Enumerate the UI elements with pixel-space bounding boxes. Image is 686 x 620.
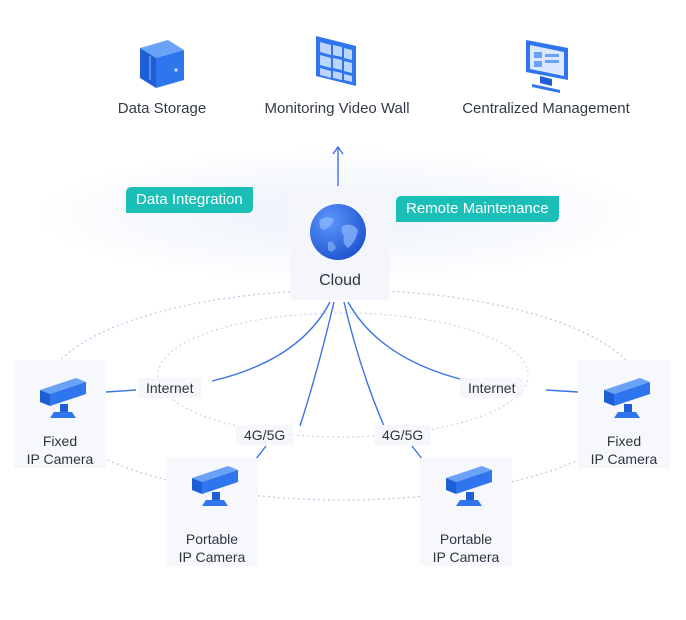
video-wall-label: Monitoring Video Wall	[264, 100, 410, 117]
cloud-node: Cloud	[290, 190, 390, 300]
fixed-camera-right-line2: IP Camera	[590, 451, 658, 467]
outer-orbit	[42, 289, 644, 501]
fixed-camera-right-label: Fixed IP Camera	[564, 432, 684, 468]
fixed-camera-left	[14, 360, 106, 468]
ip-camera-icon	[192, 466, 238, 506]
cloud-label: Cloud	[319, 272, 361, 289]
fixed-camera-right	[578, 360, 670, 468]
link-internet-right	[347, 301, 469, 382]
fixed-camera-right-line1: Fixed	[606, 433, 642, 449]
portable-camera-left-label: Portable IP Camera	[152, 530, 272, 566]
internet-left-label: Internet	[138, 378, 202, 398]
up-arrow-head	[332, 145, 344, 155]
link-fixed-right	[545, 389, 579, 393]
link-cellular-left	[299, 301, 335, 427]
data-storage-label: Data Storage	[117, 100, 207, 117]
ip-camera-icon	[604, 378, 650, 418]
link-internet-left	[211, 301, 331, 382]
link-fixed-left	[105, 389, 137, 393]
portable-camera-right-line1: Portable	[439, 531, 493, 547]
portable-camera-left	[166, 458, 258, 566]
cellular-right-label: 4G/5G	[374, 425, 432, 445]
internet-right-label: Internet	[460, 378, 524, 398]
cellular-left-label: 4G/5G	[236, 425, 294, 445]
inner-orbit	[157, 312, 529, 438]
portable-camera-left-line1: Portable	[185, 531, 239, 547]
data-integration-tag: Data Integration	[126, 187, 253, 213]
centralized-management-label: Centralized Management	[462, 100, 630, 117]
ip-camera-icon	[40, 378, 86, 418]
link-cellular-right	[343, 301, 385, 427]
fixed-camera-left-line2: IP Camera	[26, 451, 94, 467]
ip-camera-icon	[446, 466, 492, 506]
portable-camera-left-line2: IP Camera	[178, 549, 246, 565]
remote-maintenance-tag: Remote Maintenance	[396, 196, 559, 222]
fixed-camera-left-line1: Fixed	[42, 433, 78, 449]
fixed-camera-left-label: Fixed IP Camera	[0, 432, 120, 468]
portable-camera-right-label: Portable IP Camera	[406, 530, 526, 566]
portable-camera-right-line2: IP Camera	[432, 549, 500, 565]
globe-icon	[310, 204, 366, 260]
portable-camera-right	[420, 458, 512, 566]
